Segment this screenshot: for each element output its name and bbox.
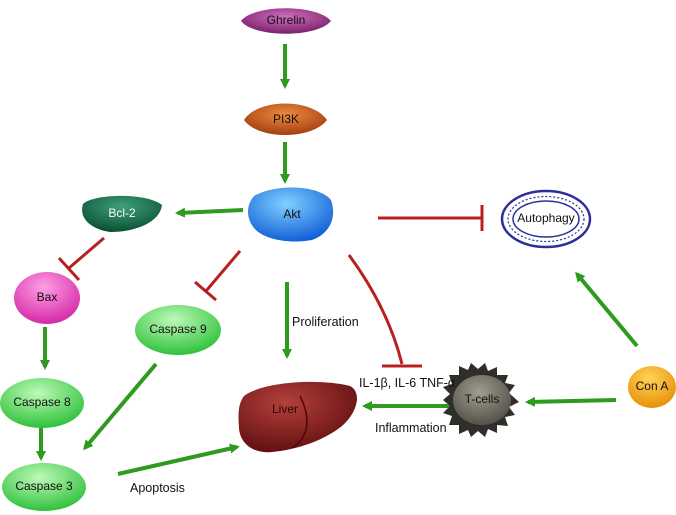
autophagy-node: Autophagy bbox=[500, 189, 592, 249]
apoptosis-label: Apoptosis bbox=[130, 481, 185, 495]
inflammation-label: Inflammation bbox=[375, 421, 447, 435]
autophagy-label: Autophagy bbox=[517, 211, 574, 225]
bcl2-node: Bcl-2 bbox=[82, 195, 162, 232]
liver-label: Liver bbox=[272, 402, 298, 416]
caspase8-label: Caspase 8 bbox=[13, 395, 71, 409]
caspase3-node: Caspase 3 bbox=[2, 463, 86, 511]
caspase8-node: Caspase 8 bbox=[0, 378, 84, 428]
arrow-caspase3-to-liver bbox=[117, 443, 240, 476]
inhibit-akt-inflammation bbox=[347, 254, 422, 368]
akt-label: Akt bbox=[283, 207, 301, 221]
caspase9-node: Caspase 9 bbox=[135, 305, 221, 355]
bax-label: Bax bbox=[37, 290, 58, 304]
proliferation-label: Proliferation bbox=[292, 315, 359, 329]
pi3k-label: PI3K bbox=[273, 112, 299, 126]
inhibit-akt-autophagy bbox=[378, 205, 484, 231]
cona-node: Con A bbox=[628, 366, 676, 408]
bax-node: Bax bbox=[14, 272, 80, 324]
ghrelin-label: Ghrelin bbox=[267, 13, 306, 27]
tcells-node: T-cells bbox=[443, 363, 519, 437]
caspase3-label: Caspase 3 bbox=[15, 479, 73, 493]
inhibit-bcl2-bax bbox=[57, 236, 105, 282]
liver-node: Liver bbox=[238, 381, 357, 453]
arrow-cona-to-autophagy bbox=[575, 271, 639, 348]
pi3k-node: PI3K bbox=[244, 103, 327, 135]
cona-label: Con A bbox=[636, 379, 669, 393]
activation-arrows bbox=[36, 44, 639, 476]
arrow-caspase9-to-caspase3 bbox=[83, 362, 158, 451]
arrow-cona-to-tcells bbox=[525, 396, 617, 407]
caspase9-label: Caspase 9 bbox=[149, 322, 207, 336]
akt-node: Akt bbox=[248, 187, 334, 242]
tcells-label: T-cells bbox=[465, 392, 500, 406]
inhibit-akt-caspase9 bbox=[194, 250, 242, 302]
arrow-akt-to-bcl2 bbox=[175, 207, 244, 218]
bcl2-label: Bcl-2 bbox=[108, 206, 136, 220]
inhibition-lines bbox=[57, 205, 484, 368]
ghrelin-node: Ghrelin bbox=[241, 8, 331, 34]
cytokines-label: IL-1β, IL-6 TNF-α bbox=[359, 376, 455, 390]
